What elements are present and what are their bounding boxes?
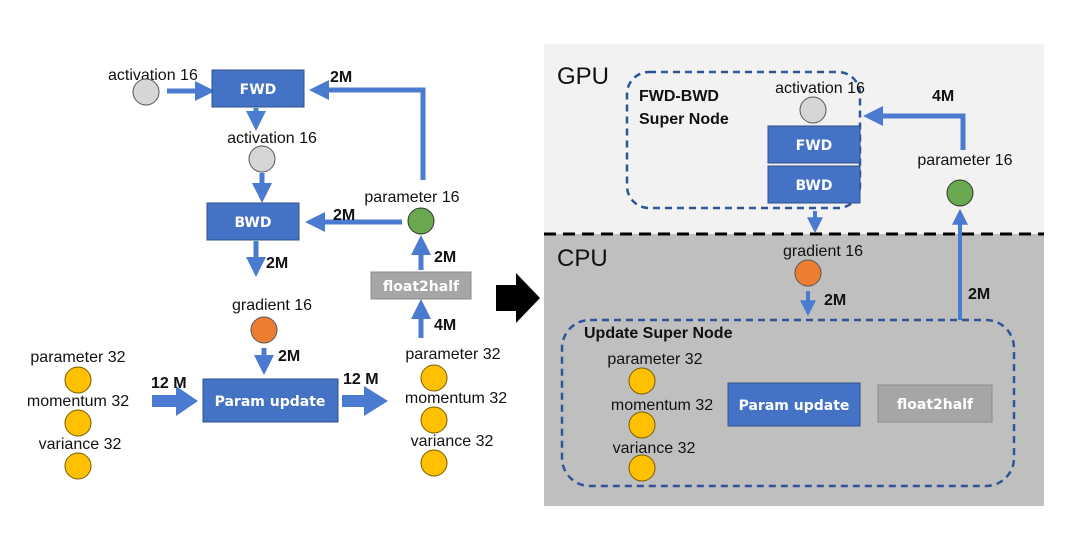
fwd-label: FWD	[240, 82, 277, 98]
bwd-label: BWD	[235, 215, 272, 231]
gradient-node	[250, 316, 278, 344]
right-parameter16-node	[946, 179, 974, 207]
right-graph: GPU CPU FWD-BWD Super Node activation 16…	[544, 44, 1044, 506]
fwd-bwd-super-title-1: FWD-BWD	[639, 88, 719, 105]
param-update-box	[202, 378, 339, 423]
right-param-update-box	[727, 382, 861, 427]
states-to-update-arrow	[152, 386, 198, 416]
right-state-node	[628, 367, 656, 395]
right-param-update-label: Param update	[739, 398, 850, 414]
param-to-fwd-label: 2M	[330, 69, 352, 86]
fwd-bwd-super-title-2: Super Node	[639, 111, 729, 128]
in-state-node	[64, 409, 92, 437]
cpu-label: CPU	[557, 245, 608, 272]
in-state-node	[64, 452, 92, 480]
transition-arrow-icon	[496, 273, 540, 323]
param-to-bwd-label: 2M	[333, 207, 355, 224]
fwd-box	[211, 69, 305, 108]
bwd-box	[206, 202, 300, 241]
right-float2half-box	[877, 384, 993, 423]
cpu-to-param-label: 2M	[968, 286, 990, 303]
bwd-to-gradient-label: 2M	[266, 255, 288, 272]
activation-out-label: activation 16	[227, 130, 317, 147]
in-state-label: variance 32	[39, 436, 122, 453]
right-fwd-box	[767, 125, 861, 164]
float2half-label: float2half	[383, 279, 460, 295]
right-gradient-node	[794, 259, 822, 287]
in-state-label: momentum 32	[27, 393, 129, 410]
out-states-label: 12 M	[343, 371, 379, 388]
right-bwd-box	[767, 165, 861, 204]
in-states-label: 12 M	[151, 375, 187, 392]
in-state-node	[64, 366, 92, 394]
parameter16-node	[407, 207, 435, 235]
right-state-label: parameter 32	[607, 351, 702, 368]
out-state-node	[420, 406, 448, 434]
float2half-box	[370, 271, 472, 300]
activation-in-label: activation 16	[108, 67, 198, 84]
update-to-states-arrow	[342, 386, 388, 416]
right-state-label: variance 32	[613, 440, 696, 457]
right-bwd-label: BWD	[796, 178, 833, 194]
right-activation-label: activation 16	[775, 80, 865, 97]
f2h-to-param-label: 2M	[434, 249, 456, 266]
out-state-label: parameter 32	[405, 346, 500, 363]
right-parameter16-label: parameter 16	[917, 152, 1012, 169]
out-state-node	[420, 364, 448, 392]
cpu-region	[544, 234, 1044, 506]
left-graph: activation 16 FWD activation 16 BWD 2M p…	[27, 67, 507, 480]
gradient-label: gradient 16	[232, 297, 312, 314]
gradient-to-update-label: 2M	[278, 348, 300, 365]
gradient-to-update-super-label: 2M	[824, 292, 846, 309]
gpu-label: GPU	[557, 63, 609, 90]
right-gradient-label: gradient 16	[783, 243, 863, 260]
right-activation-node	[799, 96, 827, 124]
param-to-super-arrow	[863, 106, 966, 150]
right-state-label: momentum 32	[611, 397, 713, 414]
out-state-label: momentum 32	[405, 390, 507, 407]
activation-out-node	[248, 145, 276, 173]
out-state-node	[420, 449, 448, 477]
states-to-f2h-label: 4M	[434, 317, 456, 334]
right-state-node	[628, 454, 656, 482]
param-update-label: Param update	[215, 394, 326, 410]
update-super-node	[560, 318, 1016, 488]
right-float2half-label: float2half	[897, 397, 974, 413]
param-to-fwd-arrow	[309, 80, 426, 180]
in-state-label: parameter 32	[30, 349, 125, 366]
right-fwd-label: FWD	[796, 138, 833, 154]
activation-in-node	[132, 78, 160, 106]
parameter16-label: parameter 16	[364, 189, 459, 206]
param-to-super-label: 4M	[932, 88, 954, 105]
update-super-title: Update Super Node	[584, 325, 733, 342]
right-state-node	[628, 411, 656, 439]
out-state-label: variance 32	[411, 433, 494, 450]
